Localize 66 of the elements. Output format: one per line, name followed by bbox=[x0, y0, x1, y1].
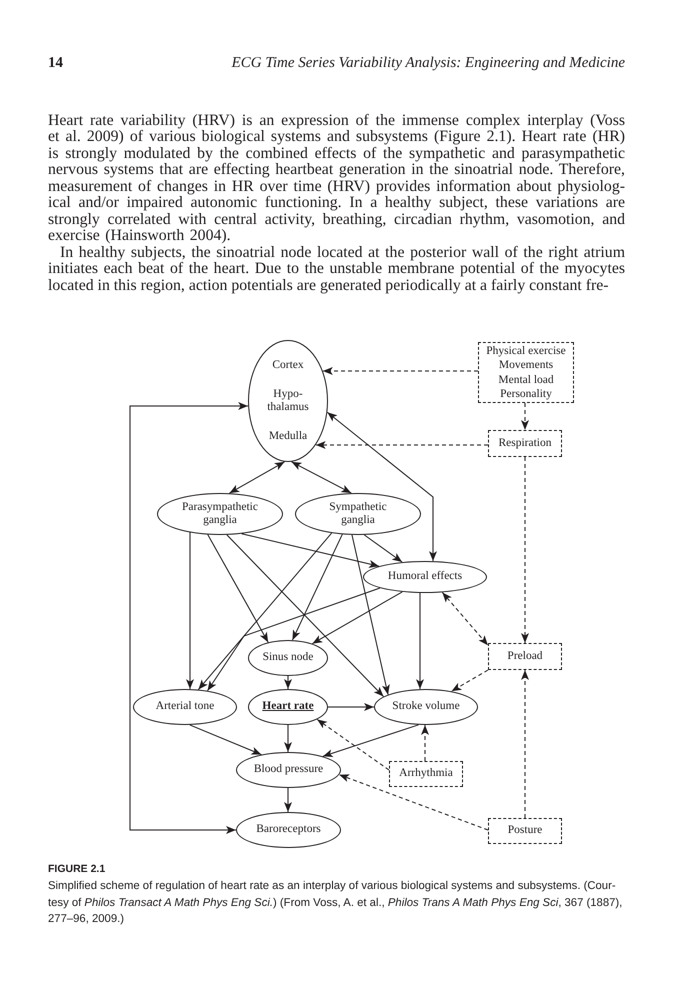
arrow bbox=[284, 676, 292, 690]
arrow bbox=[292, 534, 343, 641]
dashed-double-arrow bbox=[442, 592, 488, 646]
system-ellipse bbox=[248, 689, 328, 725]
factor-box bbox=[488, 818, 562, 844]
arrow bbox=[416, 592, 424, 690]
arrow bbox=[351, 534, 390, 696]
arrow bbox=[186, 532, 194, 690]
node-label: Preload bbox=[507, 650, 543, 664]
node-label: Heart rate bbox=[262, 700, 314, 714]
node-label: Movements bbox=[498, 358, 554, 372]
running-head: ECG Time Series Variability Analysis: Engineering and Medicine bbox=[232, 54, 625, 72]
arrow bbox=[206, 588, 380, 692]
dashed-arrow bbox=[316, 718, 390, 770]
dashed-arrow bbox=[521, 402, 529, 430]
dashed-arrow bbox=[322, 367, 478, 375]
node-label: Humoral effects bbox=[388, 570, 462, 584]
node-label: Sympathetic ganglia bbox=[328, 500, 388, 528]
dashed-arrow bbox=[521, 670, 529, 818]
factor-box bbox=[488, 643, 562, 670]
dashed-arrow bbox=[338, 774, 488, 830]
factor-box bbox=[488, 430, 562, 457]
dashed-arrow bbox=[315, 441, 488, 449]
dashed-arrow bbox=[521, 456, 529, 644]
body-paragraph: In healthy subjects, the sinoatrial node located at the posterior wall of the right atrium initiates each beat of the heart. Due to the unstable membrane potential of the myocytes located in this region, action potentials are generated periodically at a fairly constant fre- bbox=[48, 244, 625, 294]
node-label: Arterial tone bbox=[156, 700, 214, 714]
node-label: Blood pressure bbox=[254, 763, 324, 777]
node-label: Parasympathetic ganglia bbox=[180, 500, 259, 528]
system-ellipse bbox=[248, 640, 328, 676]
double-arrow bbox=[290, 461, 352, 494]
body-paragraph: Heart rate variability (HRV) is an expression of the immense complex interplay (Voss et al. 2009) of various biological systems and subsystems (Figure 2.1). Heart rate (HR) is strongly modulated by the combined effects of the sympathetic and parasympathetic nervous systems that are effecting heartbeat generation in the sinoatrial node. Therefore, measurement of changes in HR over time (HRV) provides information about physiolog- ical and/or impaired autonomic functioning. In a healthy subject, these variations are strongly correlated with central activity, breathing, circadian rhythm, vasomotion, and exercise (Hainsworth 2004). bbox=[48, 112, 625, 245]
double-arrow bbox=[228, 461, 286, 494]
page-number: 14 bbox=[48, 54, 63, 72]
node-label: Medulla bbox=[268, 430, 308, 443]
system-ellipse bbox=[374, 689, 478, 725]
arrow bbox=[328, 703, 374, 711]
arrow bbox=[284, 788, 292, 812]
arrow bbox=[364, 534, 403, 563]
node-label: Stroke volume bbox=[392, 700, 460, 714]
node-label: Arrhythmia bbox=[399, 767, 453, 781]
system-ellipse bbox=[133, 689, 237, 725]
double-arrow bbox=[130, 402, 249, 834]
node-label: Mental load bbox=[498, 372, 554, 387]
arrow bbox=[207, 534, 269, 643]
dashed-arrow bbox=[450, 670, 488, 692]
factor-box bbox=[389, 761, 463, 787]
dashed-arrow bbox=[421, 724, 429, 762]
node-label: Respiration bbox=[498, 436, 552, 450]
node-label: Hypo- thalamus bbox=[266, 388, 310, 414]
node-label: Posture bbox=[508, 824, 542, 838]
arrow bbox=[189, 724, 262, 756]
node-label: Sinus node bbox=[262, 651, 314, 665]
figure-caption: Simplified scheme of regulation of heart rate as an interplay of various biological systems and subsystems. (Cour- tesy of Philos Transact A Math Phys Eng Sci.) (From Voss, A. et al., Philos Trans A Math Phys Eng Sci, 367 (1887), 277–96, 2009.) bbox=[48, 879, 624, 927]
arrow bbox=[312, 591, 403, 644]
arrow bbox=[226, 534, 384, 698]
node-label: Baroreceptors bbox=[256, 823, 321, 837]
node-label: Personality bbox=[500, 387, 552, 402]
factor-box bbox=[478, 342, 574, 403]
arrow bbox=[198, 532, 332, 690]
double-arrow bbox=[326, 412, 437, 562]
node-label: Cortex bbox=[272, 359, 304, 372]
node-label: Physical exercise bbox=[486, 344, 566, 358]
system-ellipse bbox=[363, 561, 487, 593]
arrow bbox=[322, 724, 420, 758]
figure-number: FIGURE 2.1 bbox=[48, 863, 106, 876]
arrow bbox=[284, 724, 292, 752]
